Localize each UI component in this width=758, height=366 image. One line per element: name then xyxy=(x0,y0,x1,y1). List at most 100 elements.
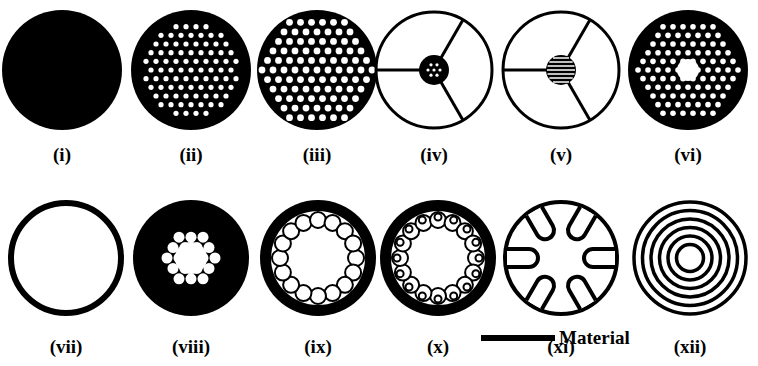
air-hole xyxy=(341,38,348,45)
air-hole xyxy=(198,102,203,107)
air-hole xyxy=(163,41,168,46)
capillary xyxy=(392,250,408,266)
air-hole xyxy=(292,28,299,35)
air-hole xyxy=(292,105,299,112)
antiresonant-fiber xyxy=(260,200,376,316)
air-hole xyxy=(180,242,191,253)
air-hole xyxy=(690,111,696,117)
air-hole xyxy=(286,38,293,45)
air-hole xyxy=(690,93,696,99)
core-stripe xyxy=(549,77,572,79)
air-hole xyxy=(695,33,701,39)
air-hole xyxy=(292,86,299,93)
air-hole xyxy=(347,67,354,74)
legend-item: Material xyxy=(481,328,630,349)
air-hole xyxy=(330,19,337,26)
air-hole xyxy=(341,19,348,26)
air-hole xyxy=(303,28,310,35)
air-hole xyxy=(153,76,158,81)
air-hole xyxy=(690,24,696,30)
capillary xyxy=(468,250,484,266)
capillary xyxy=(445,285,461,301)
air-hole xyxy=(208,33,213,38)
nested-capillary xyxy=(435,296,442,303)
panel-label: (xii) xyxy=(674,337,707,358)
air-hole xyxy=(303,67,310,74)
air-hole xyxy=(314,67,321,74)
air-hole xyxy=(286,19,293,26)
air-hole xyxy=(695,50,701,56)
nested-capillary xyxy=(450,292,457,299)
air-hole xyxy=(325,48,332,55)
panel-label: (x) xyxy=(427,337,449,358)
air-hole xyxy=(158,85,163,90)
panel-label: (viii) xyxy=(172,337,210,358)
air-hole xyxy=(655,67,661,73)
bragg-fiber xyxy=(634,202,746,314)
air-hole xyxy=(198,232,209,243)
air-hole xyxy=(336,105,343,112)
air-hole xyxy=(213,93,218,98)
air-hole xyxy=(188,33,193,38)
negative-curvature-fiber xyxy=(505,202,617,314)
air-hole xyxy=(183,41,188,46)
legend-swatch xyxy=(481,335,555,341)
capillary xyxy=(295,215,311,231)
air-hole xyxy=(319,76,326,83)
air-hole xyxy=(275,76,282,83)
air-hole xyxy=(710,59,716,65)
air-hole xyxy=(259,67,266,74)
air-hole xyxy=(286,76,293,83)
tube-lobe xyxy=(507,249,538,267)
air-hole xyxy=(665,85,671,91)
air-hole xyxy=(168,50,173,55)
air-hole xyxy=(143,76,148,81)
capillary-tube xyxy=(11,203,121,313)
air-hole xyxy=(730,76,736,82)
air-hole xyxy=(186,273,197,284)
nested-capillary xyxy=(406,283,413,290)
air-hole xyxy=(203,24,208,29)
air-hole xyxy=(725,67,731,73)
air-hole xyxy=(330,76,337,83)
air-hole xyxy=(675,85,681,91)
air-hole xyxy=(655,33,661,39)
air-hole xyxy=(670,59,676,65)
air-hole xyxy=(352,38,359,45)
air-hole xyxy=(292,48,299,55)
air-hole xyxy=(670,24,676,30)
air-hole xyxy=(319,95,326,102)
air-hole xyxy=(188,50,193,55)
bragg-layer xyxy=(643,211,738,306)
air-hole xyxy=(735,67,741,73)
air-hole xyxy=(198,253,209,264)
air-hole xyxy=(264,76,271,83)
air-hole xyxy=(198,85,203,90)
air-hole xyxy=(192,263,203,274)
air-hole xyxy=(341,114,348,121)
air-hole xyxy=(223,93,228,98)
air-hole xyxy=(297,114,304,121)
nested-capillary xyxy=(419,217,426,224)
air-hole xyxy=(660,76,666,82)
air-hole xyxy=(218,67,223,72)
air-hole xyxy=(153,59,158,64)
air-hole xyxy=(158,33,163,38)
air-hole xyxy=(218,102,223,107)
air-hole xyxy=(270,48,277,55)
air-hole xyxy=(281,86,288,93)
air-hole xyxy=(680,93,686,99)
air-hole xyxy=(705,33,711,39)
solid-fiber xyxy=(2,10,122,130)
air-hole xyxy=(715,85,721,91)
air-hole xyxy=(715,33,721,39)
air-hole xyxy=(680,24,686,30)
air-hole xyxy=(183,111,188,116)
air-hole xyxy=(303,86,310,93)
air-hole xyxy=(675,50,681,56)
air-hole xyxy=(203,41,208,46)
tube-lobe xyxy=(584,249,615,267)
air-hole xyxy=(352,76,359,83)
air-hole xyxy=(213,76,218,81)
air-hole xyxy=(700,93,706,99)
